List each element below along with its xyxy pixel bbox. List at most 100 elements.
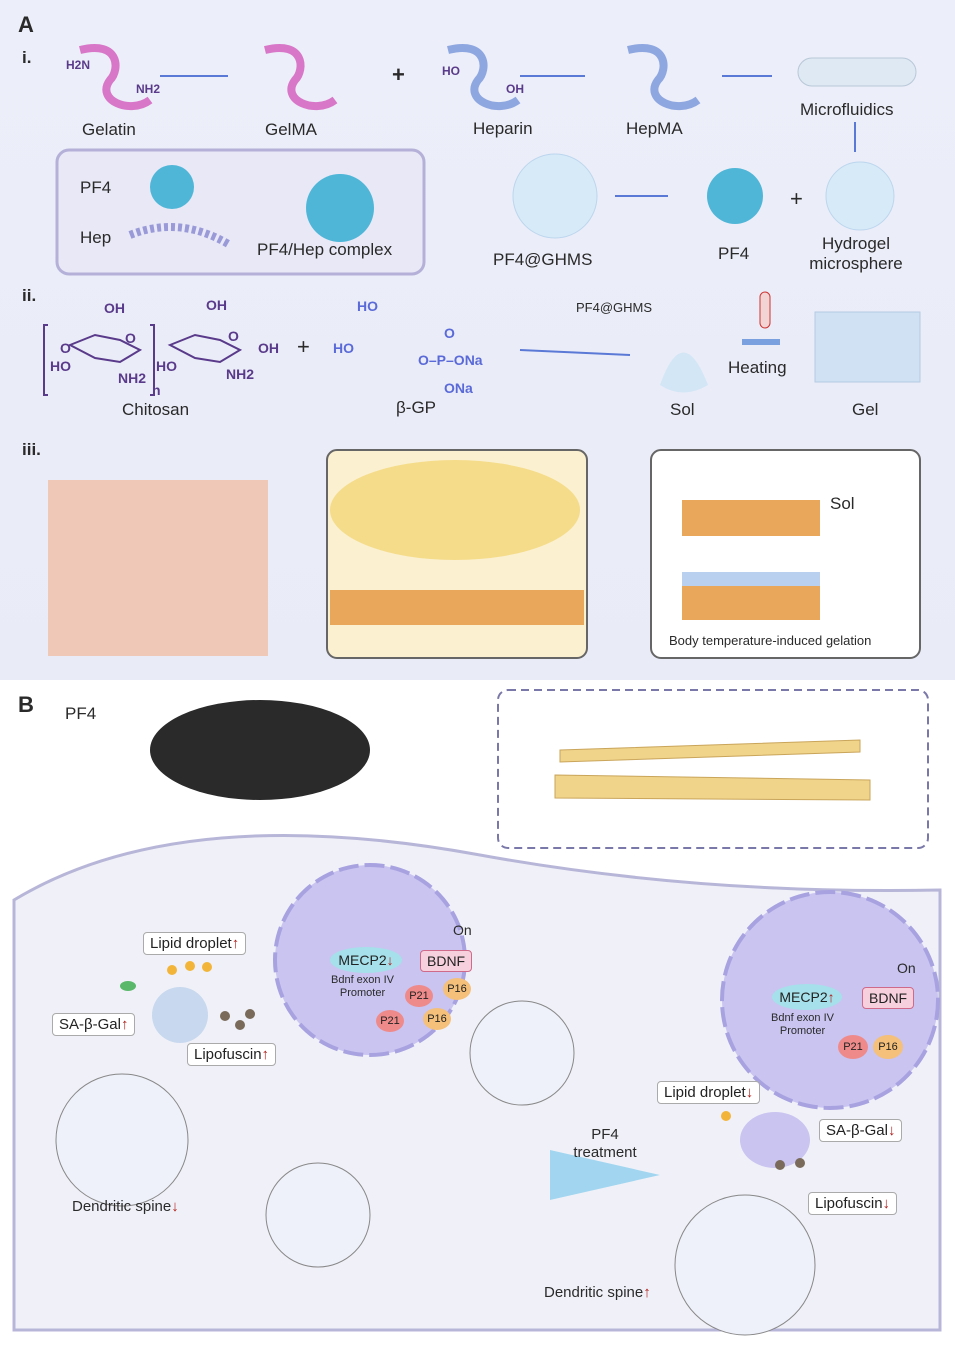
chem-h2n: H2N: [66, 58, 91, 72]
chem-o: O: [444, 325, 455, 341]
pf4-intranasal-label: PF4: [65, 704, 97, 723]
promoter-before-label: Bdnf exon IV Promoter: [331, 974, 394, 999]
gelation-inset: [650, 449, 921, 659]
gel-label: Gel: [852, 400, 879, 419]
chem-o: O: [60, 340, 71, 356]
plus-sign-3: +: [297, 334, 310, 359]
heparin-strand: [447, 44, 521, 111]
chem-oh: OH: [506, 82, 524, 96]
fibula: [559, 739, 861, 763]
beta-gp-label: β-GP: [396, 398, 437, 417]
chem-nh2: NH2: [136, 82, 161, 96]
label-text: Lipofuscin: [815, 1195, 883, 1212]
panel-b: B PF4 Lipid droplet↑ SA-β-Gal↑ Lipofusci…: [0, 680, 955, 1350]
chem-oh: OH: [104, 300, 125, 316]
gelation-caption: Body temperature-induced gelation: [669, 633, 872, 648]
lipofuscin-granules: [220, 1009, 805, 1170]
gel-block: [814, 311, 921, 383]
panel-a-graphics: [48, 44, 921, 659]
microfluidics-label: Microfluidics: [800, 100, 894, 119]
chem-o: O: [125, 330, 136, 346]
down-arrow-icon: ↓: [386, 952, 394, 968]
down-arrow-icon: ↓: [745, 1084, 754, 1101]
p21-before-1: P21: [405, 985, 433, 1007]
pf4-ghms-small-label: PF4@GHMS: [576, 300, 653, 315]
lipofuscin-before-label: Lipofuscin↑: [187, 1043, 277, 1066]
microfluidics-tube: [797, 57, 917, 87]
pf4-molecule: [150, 165, 194, 209]
p21-after: P21: [838, 1035, 868, 1059]
bdnf-before: BDNF: [420, 950, 473, 972]
chem-nh2: NH2: [118, 370, 147, 386]
row-i-label: i.: [22, 48, 32, 67]
gelma-strand: [264, 44, 338, 111]
pf4-molecule-2: [707, 168, 763, 224]
chem-ho: HO: [156, 358, 177, 374]
hep-chain: [128, 223, 233, 249]
inset-sol-label: Sol: [830, 494, 855, 513]
row-ii-label: ii.: [22, 286, 37, 305]
label-text: Lipid droplet: [150, 935, 232, 952]
mouse-illustration: [150, 700, 370, 800]
label-text: SA-β-Gal: [59, 1016, 121, 1033]
dendritic-spine-before-label: Dendritic spine↓: [72, 1198, 179, 1215]
mecp2-after: MECP2↑: [772, 984, 842, 1010]
bdnf-after: BDNF: [862, 987, 915, 1009]
p16-before-1: P16: [443, 978, 471, 1000]
sa-beta-gal-after-label: SA-β-Gal↓: [819, 1119, 903, 1142]
heating-label: Heating: [728, 358, 787, 377]
hydrogel-microsphere-label: Hydrogel microsphere: [809, 234, 903, 273]
senescent-neuron-soma: [152, 987, 208, 1043]
lipid-droplet-after-label: Lipid droplet↓: [657, 1081, 761, 1104]
label-text: SA-β-Gal: [826, 1122, 888, 1139]
on-after-label: On: [897, 960, 916, 976]
healthy-neuron-soma: [740, 1112, 810, 1168]
gelma-label: GelMA: [265, 120, 317, 139]
panel-b-label: B: [18, 692, 34, 717]
chem-o: O: [228, 328, 239, 344]
gelatin-strand: [79, 44, 153, 111]
panel-a: A i. H2N NH2 HO OH Gelatin GelMA + Hepar…: [0, 0, 955, 680]
down-arrow-icon: ↓: [887, 1122, 896, 1139]
lipid-droplet-before-label: Lipid droplet↑: [143, 932, 247, 955]
p16-before-2: P16: [423, 1008, 451, 1030]
up-arrow-icon: ↑: [643, 1284, 651, 1301]
chem-ho: HO: [442, 64, 460, 78]
dendritic-spine-inset-2: [674, 1194, 816, 1336]
label-text: Dendritic spine: [544, 1284, 644, 1301]
heparin-label: Heparin: [473, 119, 533, 138]
p16-after: P16: [873, 1035, 903, 1059]
plus-sign: +: [392, 62, 405, 87]
up-arrow-icon: ↑: [261, 1046, 270, 1063]
label-text: MECP2: [338, 952, 387, 968]
on-before-label: On: [453, 922, 472, 938]
chem-ho: HO: [357, 298, 378, 314]
plus-sign-2: +: [790, 186, 803, 211]
tibia: [554, 774, 871, 801]
hepma-strand: [627, 44, 701, 111]
sa-beta-gal-before-label: SA-β-Gal↑: [52, 1013, 136, 1036]
sol-drop: [660, 352, 708, 393]
up-arrow-icon: ↑: [120, 1016, 129, 1033]
chitosan-structure: [43, 324, 243, 396]
pf4-ghms-label: PF4@GHMS: [493, 250, 593, 269]
synapse-inset-1: [469, 1000, 575, 1106]
mecp2-before: MECP2↓: [330, 947, 402, 973]
inset-hep-label: Hep: [80, 228, 112, 247]
panel-a-label: A: [18, 12, 34, 37]
chem-oh: OH: [206, 297, 227, 313]
synapse-inset-2: [265, 1162, 371, 1268]
hepma-label: HepMA: [626, 119, 683, 138]
chem-ho: HO: [50, 358, 71, 374]
panel-b-graphics: [12, 689, 942, 1336]
up-arrow-icon: ↑: [231, 935, 240, 952]
chitosan-label: Chitosan: [122, 400, 190, 419]
dendritic-spine-inset-1: [55, 1073, 189, 1207]
label-text: MECP2: [779, 989, 828, 1005]
chem-n: n: [152, 382, 161, 398]
lipofuscin-after-label: Lipofuscin↓: [808, 1192, 898, 1215]
label-text: Lipid droplet: [664, 1084, 746, 1101]
chem-phosphate: O–P–ONa: [418, 352, 483, 368]
chem-nh2: NH2: [226, 366, 255, 382]
promoter-after-label: Bdnf exon IV Promoter: [771, 1012, 834, 1037]
